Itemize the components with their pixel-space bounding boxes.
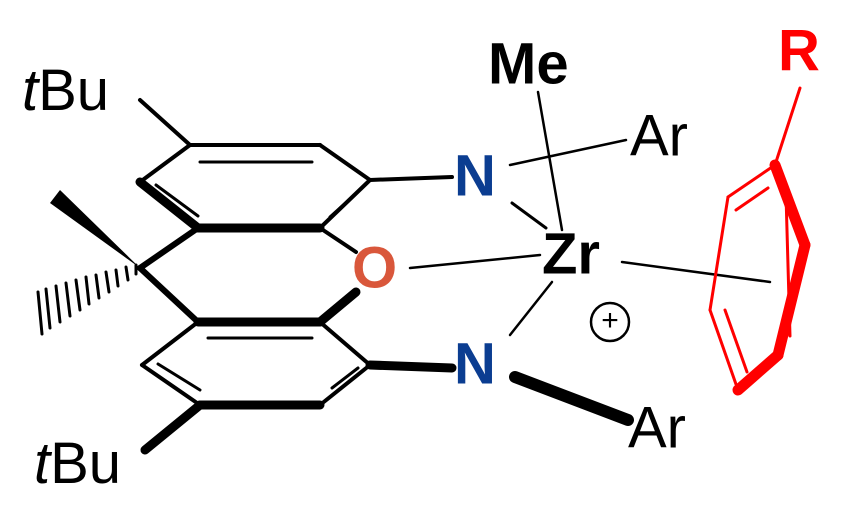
hash-bond-methyl [36,263,138,336]
zr-arene-bond [620,260,772,284]
wedge-bond-methyl [50,190,140,268]
positive-charge-icon: + [589,301,631,343]
tbu-top-label: tBu [22,58,109,123]
svg-text:+: + [601,304,619,337]
aryl-top-label: Ar [630,103,688,168]
methyl-label: Me [488,31,569,96]
lower-aryl-ring [140,317,372,410]
nitrogen-atom-top-label: N [454,143,496,208]
zr-methyl-bond [536,90,564,232]
oxygen-bonds [315,226,542,327]
zirconium-atom-label: Zr [542,221,600,286]
dimethyl-bridge [36,190,201,336]
r-group-bond [773,86,802,167]
oxygen-atom-label: O [352,235,397,300]
aryl-bottom-label: Ar [628,395,686,460]
nitrogen-atom-bottom-label: N [454,331,496,396]
tbu-bottom-label: tBu [34,431,121,496]
tbu-bonds [138,98,205,455]
r-group-label: R [778,18,820,83]
arene-ring [708,86,811,396]
amide-bonds [365,138,634,426]
upper-aryl-ring [135,143,372,233]
